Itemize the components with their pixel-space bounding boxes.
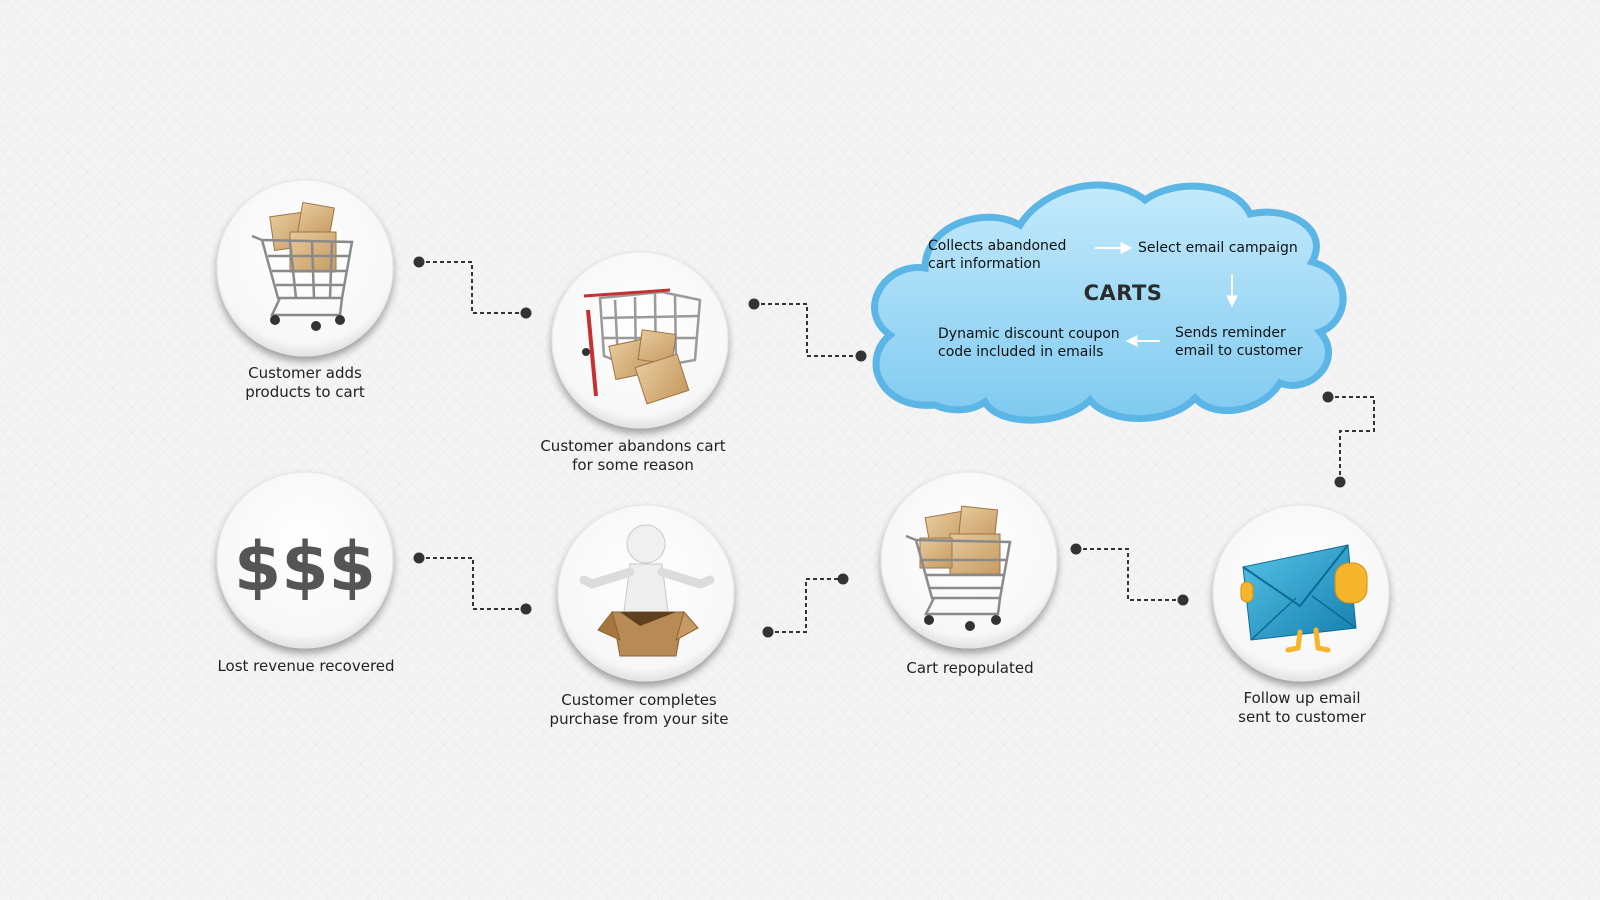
step-completes-circle bbox=[557, 504, 735, 682]
label-add-to-cart: Customer adds products to cart bbox=[245, 364, 365, 401]
step-repopulated-circle bbox=[880, 471, 1058, 649]
connector-dots bbox=[413, 256, 1346, 638]
carts-cloud bbox=[871, 181, 1347, 424]
connector-1 bbox=[419, 261, 526, 314]
cloud-collects-text: Collects abandoned cart information bbox=[928, 238, 1067, 272]
step-abandons-circle bbox=[551, 251, 729, 429]
cloud-title: CARTS bbox=[1083, 281, 1163, 305]
tipped-cart-icon bbox=[582, 288, 702, 405]
full-cart-icon bbox=[905, 505, 1012, 631]
person-in-box-icon bbox=[579, 524, 715, 657]
cloud-coupon-text: Dynamic discount coupon code included in… bbox=[938, 326, 1120, 360]
connector-2 bbox=[754, 303, 861, 357]
label-followup-email: Follow up email sent to customer bbox=[1238, 689, 1366, 726]
label-repopulated: Cart repopulated bbox=[906, 659, 1034, 677]
shopping-cart-icon bbox=[251, 201, 354, 331]
connector-6 bbox=[419, 557, 526, 610]
label-completes: Customer completes purchase from your si… bbox=[549, 691, 729, 728]
cloud-sends-text: Sends reminder email to customer bbox=[1175, 325, 1303, 359]
connector-3 bbox=[1328, 396, 1375, 482]
step-revenue-circle: $$$ bbox=[216, 471, 394, 649]
label-revenue: Lost revenue recovered bbox=[217, 657, 395, 675]
connector-4 bbox=[1076, 548, 1183, 601]
connector-5 bbox=[768, 578, 843, 633]
label-abandons: Customer abandons cart for some reason bbox=[540, 437, 726, 474]
envelope-icon bbox=[1240, 544, 1368, 653]
dollar-signs-icon: $$$ bbox=[234, 528, 376, 607]
cloud-select-text: Select email campaign bbox=[1138, 240, 1298, 256]
step-add-to-cart-circle bbox=[216, 179, 394, 357]
step-followup-email-circle bbox=[1212, 504, 1390, 682]
